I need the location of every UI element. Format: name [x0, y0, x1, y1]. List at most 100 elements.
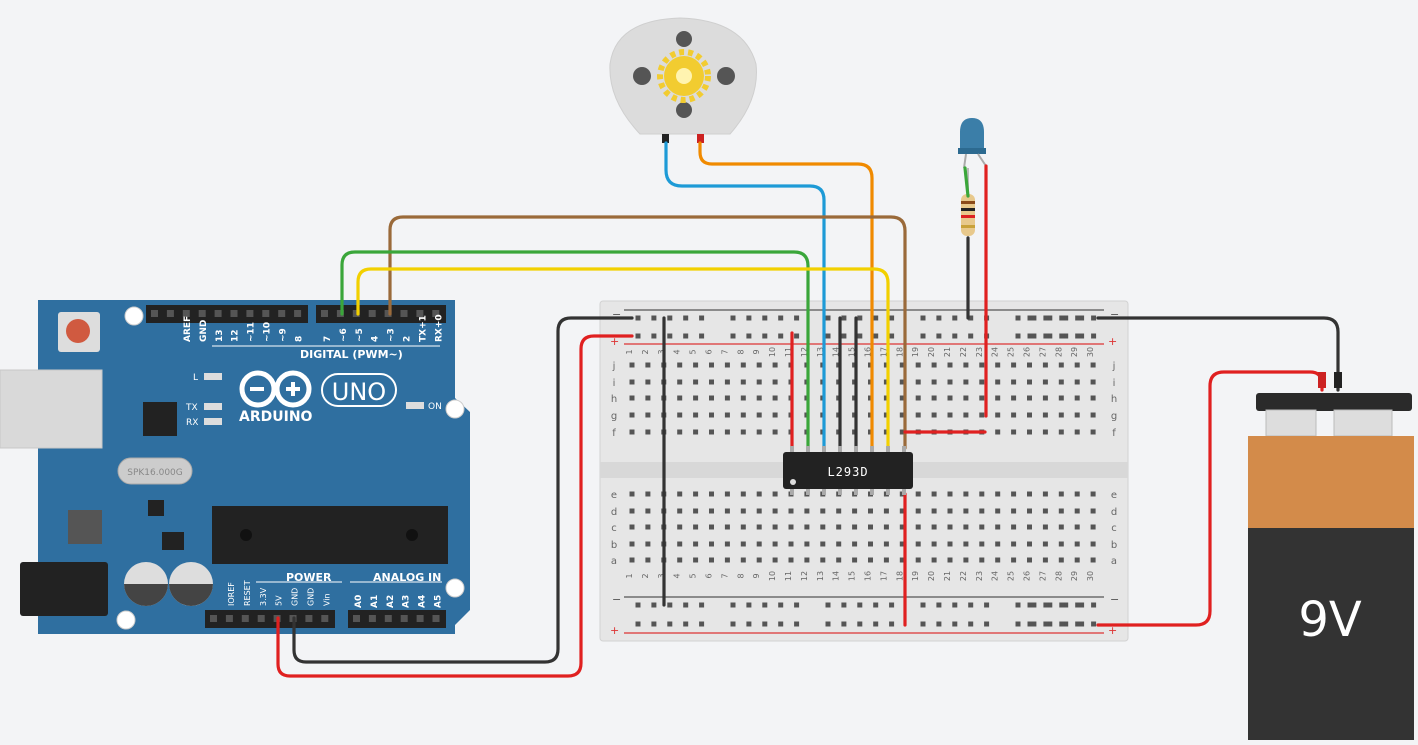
bb-hole[interactable]	[756, 412, 762, 418]
header-pin[interactable]	[294, 310, 302, 317]
rail-hole[interactable]	[794, 621, 800, 627]
rail-hole[interactable]	[1079, 333, 1085, 339]
rail-hole[interactable]	[857, 315, 863, 321]
bb-hole[interactable]	[883, 524, 889, 530]
header-pin[interactable]	[432, 310, 440, 317]
bb-hole[interactable]	[979, 362, 985, 368]
bb-hole[interactable]	[756, 541, 762, 547]
bb-hole[interactable]	[1011, 524, 1017, 530]
bb-hole[interactable]	[1090, 429, 1096, 435]
rail-hole[interactable]	[651, 315, 657, 321]
bb-hole[interactable]	[629, 379, 635, 385]
bb-hole[interactable]	[677, 379, 683, 385]
bb-hole[interactable]	[1027, 491, 1032, 497]
rail-hole[interactable]	[1027, 333, 1033, 339]
bb-hole[interactable]	[852, 508, 858, 514]
rail-hole[interactable]	[683, 315, 689, 321]
rail-hole[interactable]	[651, 602, 657, 608]
bb-hole[interactable]	[677, 395, 683, 401]
bb-hole[interactable]	[724, 508, 730, 514]
bb-hole[interactable]	[1042, 557, 1048, 563]
bb-hole[interactable]	[645, 508, 651, 514]
bb-hole[interactable]	[963, 557, 969, 563]
bb-hole[interactable]	[756, 491, 762, 497]
rail-hole[interactable]	[1063, 621, 1069, 627]
rail-hole[interactable]	[683, 602, 689, 608]
rail-hole[interactable]	[778, 621, 784, 627]
header-pin[interactable]	[352, 310, 360, 317]
bb-hole[interactable]	[820, 508, 826, 514]
bb-hole[interactable]	[836, 524, 842, 530]
bb-hole[interactable]	[756, 557, 762, 563]
bb-hole[interactable]	[1011, 395, 1017, 401]
bb-hole[interactable]	[709, 395, 714, 401]
rail-hole[interactable]	[841, 333, 847, 339]
bb-hole[interactable]	[915, 491, 921, 497]
bb-hole[interactable]	[1011, 362, 1017, 368]
rail-hole[interactable]	[699, 621, 705, 627]
rail-hole[interactable]	[1047, 621, 1053, 627]
bb-hole[interactable]	[645, 429, 651, 435]
bb-hole[interactable]	[740, 491, 746, 497]
bb-hole[interactable]	[1074, 362, 1080, 368]
bb-hole[interactable]	[709, 412, 714, 418]
bb-hole[interactable]	[629, 412, 635, 418]
header-pin[interactable]	[278, 310, 286, 317]
bb-hole[interactable]	[883, 508, 889, 514]
rail-hole[interactable]	[1043, 333, 1049, 339]
bb-hole[interactable]	[629, 524, 635, 530]
rail-hole[interactable]	[730, 333, 736, 339]
bb-hole[interactable]	[915, 557, 921, 563]
bb-hole[interactable]	[899, 412, 905, 418]
bb-hole[interactable]	[979, 395, 985, 401]
header-pin[interactable]	[368, 615, 376, 622]
bb-hole[interactable]	[724, 541, 730, 547]
bb-hole[interactable]	[979, 412, 985, 418]
bb-hole[interactable]	[883, 557, 889, 563]
bb-hole[interactable]	[963, 395, 969, 401]
bb-hole[interactable]	[947, 524, 953, 530]
bb-hole[interactable]	[740, 379, 746, 385]
bb-hole[interactable]	[772, 524, 778, 530]
led[interactable]	[958, 118, 987, 169]
bb-hole[interactable]	[629, 395, 635, 401]
bb-hole[interactable]	[772, 508, 778, 514]
bb-hole[interactable]	[1027, 541, 1032, 547]
bb-hole[interactable]	[995, 541, 1001, 547]
bb-hole[interactable]	[756, 508, 762, 514]
bb-hole[interactable]	[1058, 362, 1064, 368]
bb-hole[interactable]	[868, 524, 873, 530]
bb-hole[interactable]	[931, 541, 937, 547]
bb-hole[interactable]	[709, 508, 714, 514]
bb-hole[interactable]	[804, 557, 810, 563]
rail-hole[interactable]	[683, 333, 689, 339]
bb-hole[interactable]	[947, 395, 953, 401]
rail-hole[interactable]	[857, 602, 863, 608]
header-pin[interactable]	[257, 615, 265, 622]
bb-hole[interactable]	[868, 541, 873, 547]
bb-hole[interactable]	[947, 362, 953, 368]
rail-hole[interactable]	[1031, 621, 1037, 627]
bb-hole[interactable]	[629, 508, 635, 514]
bb-hole[interactable]	[1090, 557, 1096, 563]
bb-hole[interactable]	[1090, 412, 1096, 418]
rail-hole[interactable]	[889, 315, 895, 321]
rail-hole[interactable]	[1015, 315, 1021, 321]
bb-hole[interactable]	[931, 412, 937, 418]
bb-hole[interactable]	[645, 524, 651, 530]
bb-hole[interactable]	[979, 524, 985, 530]
bb-hole[interactable]	[1042, 491, 1048, 497]
bb-hole[interactable]	[899, 557, 905, 563]
bb-hole[interactable]	[963, 379, 969, 385]
header-pin[interactable]	[230, 310, 238, 317]
rail-hole[interactable]	[889, 602, 895, 608]
bb-hole[interactable]	[995, 379, 1001, 385]
rail-hole[interactable]	[984, 621, 990, 627]
rail-hole[interactable]	[746, 621, 752, 627]
rail-hole[interactable]	[651, 621, 657, 627]
bb-hole[interactable]	[899, 395, 905, 401]
bb-hole[interactable]	[899, 379, 905, 385]
bb-hole[interactable]	[772, 491, 778, 497]
rail-hole[interactable]	[778, 333, 784, 339]
header-pin[interactable]	[214, 310, 222, 317]
